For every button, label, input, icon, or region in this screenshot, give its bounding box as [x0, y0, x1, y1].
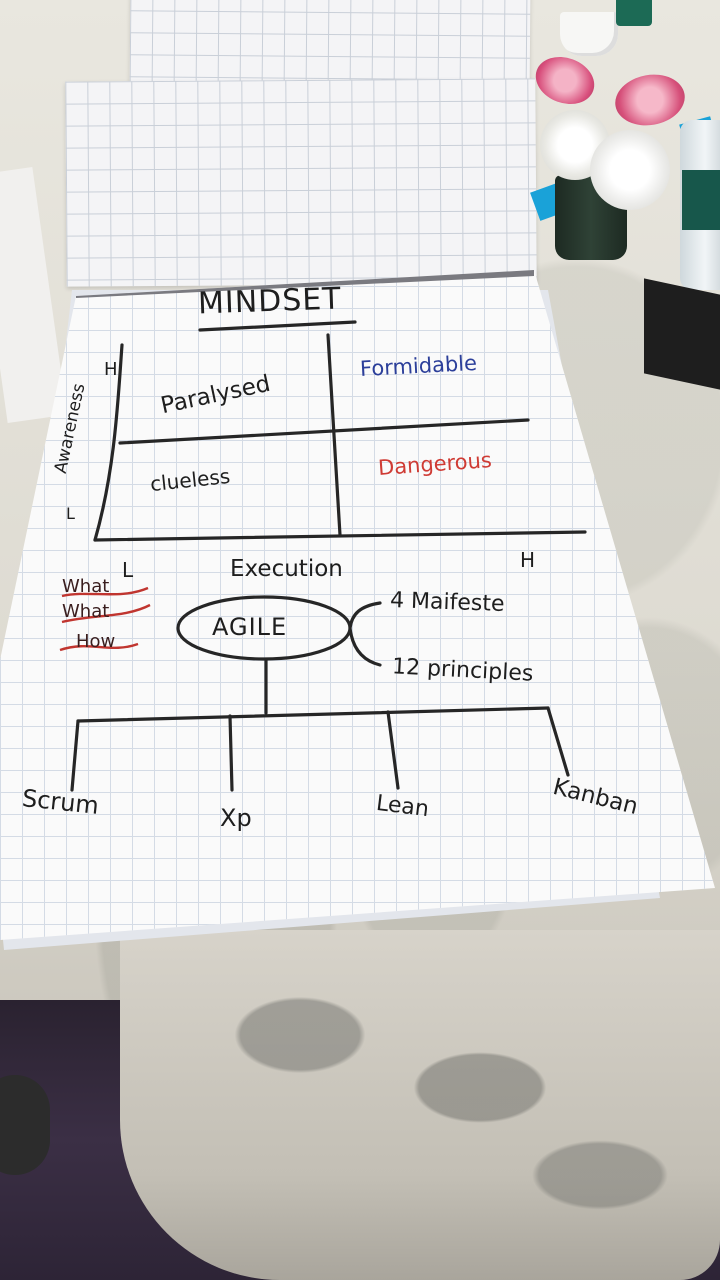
- x-axis-low-marker: L: [122, 558, 134, 582]
- cup: [560, 12, 618, 56]
- strike-line: [59, 642, 139, 652]
- shoe: [0, 1075, 50, 1175]
- bottle-cap: [616, 0, 652, 26]
- strike-line: [61, 586, 149, 598]
- branch-xp: [228, 714, 234, 792]
- struck-word: How: [76, 631, 116, 652]
- x-axis-high-marker: H: [520, 548, 536, 572]
- bottle-label: [682, 170, 720, 230]
- struck-word: What: [62, 601, 110, 622]
- y-axis-line: [93, 343, 124, 542]
- framework-scrum: Scrum: [20, 784, 101, 820]
- tree-bar: [76, 706, 550, 723]
- y-axis-low-marker: L: [66, 504, 75, 523]
- struck-word: What: [62, 576, 110, 597]
- flower: [590, 130, 670, 210]
- agile-label: AGILE: [212, 613, 288, 641]
- horizontal-divider: [118, 418, 530, 445]
- vertical-divider: [326, 333, 342, 537]
- framework-xp: Xp: [220, 804, 252, 832]
- x-axis-label: Execution: [230, 556, 343, 582]
- branch-lean: [386, 710, 400, 790]
- agile-branch-manifesto: 4 Maifeste: [389, 588, 505, 617]
- chart-title: MINDSET: [197, 281, 343, 322]
- tablecloth-drape: [120, 930, 720, 1280]
- strike-line: [61, 603, 151, 624]
- branch-scrum: [70, 719, 80, 792]
- y-axis-high-marker: H: [104, 359, 118, 380]
- agile-brace: [348, 601, 382, 667]
- branch-kanban: [546, 706, 570, 777]
- title-underline: [198, 320, 357, 332]
